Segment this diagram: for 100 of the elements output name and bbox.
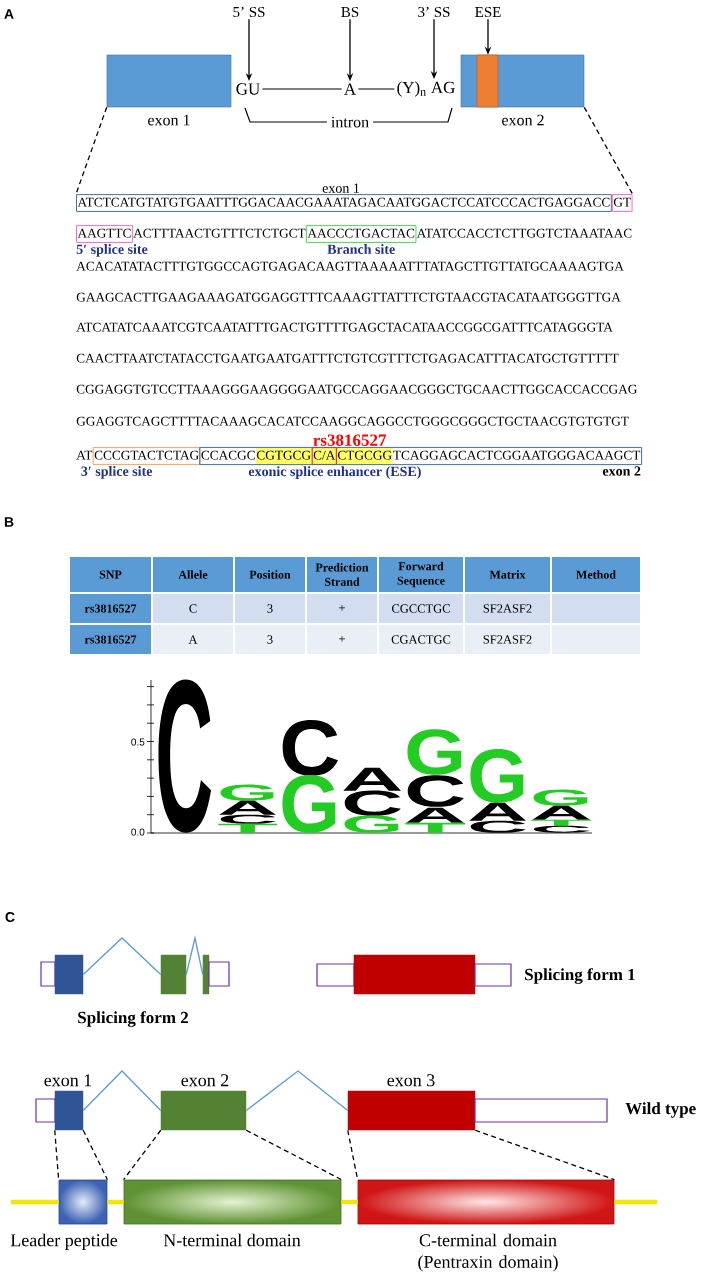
utr-box (474, 1098, 608, 1123)
site-label: BS (341, 7, 359, 18)
intron-line (245, 1070, 349, 1112)
node-label: 5′ splice site (76, 244, 148, 257)
snp-label: rs3816527 (313, 434, 387, 446)
sequence-text: GAAGCACTTGAAGAAAGATGGAGGTTTCAAAGTTATTTCTGTAACGTACATAATGGGTTGA (76, 292, 621, 302)
exon-box: exon 2 (160, 1074, 247, 1131)
table-cell: SF2ASF2 (465, 625, 550, 654)
node-label: exon 2 (181, 1074, 229, 1087)
sequence-letter: C (344, 790, 401, 816)
sequence-text: ACACATATACTTTGTGGCCAGTGAGACAAGTTAAAAATTTATAGCTTGTTATGCAAAAGTGA (76, 261, 624, 271)
node-label: CGTGCG (256, 450, 311, 460)
sequence-box: exon 1 ATCTCATGTATGTGAATTTGGACAACGAAATAGACAATGGACTCCATCCCACTGAGGACC (76, 183, 612, 212)
exon-box: exon 3 (347, 1074, 476, 1131)
utr-box (474, 963, 512, 987)
exon-box (202, 954, 210, 995)
expansion-line (245, 1129, 343, 1181)
sequence-text: CAACTTAATCTATACCTGAATGAATGATTTCTGTCGTTTCTGAGACATTTACATGCTGTTTTT (76, 353, 619, 363)
sequence-text: ATATCCACCTCTTGGTCTAAATAAC (416, 228, 632, 238)
table-cell: CGACTGC (379, 625, 463, 654)
domain-box: C-terminal domain (Pentraxin domain) (357, 1179, 615, 1272)
node-label: 3′ splice site (81, 466, 153, 479)
protein-backbone (107, 1199, 124, 1205)
table-cell: 3 (235, 594, 305, 623)
expansion-line (474, 1129, 616, 1181)
protein-backbone (341, 1199, 358, 1205)
table-cell: rs3816527 (70, 594, 151, 623)
utr-box (40, 961, 56, 987)
intron-line (82, 1070, 162, 1112)
sequence-letter: C (533, 825, 590, 833)
sequence-letter: T (531, 819, 592, 826)
node-label: C-terminal domain (Pentraxin domain) (418, 1233, 558, 1272)
node-label: Branch site (327, 244, 395, 254)
expansion-line (122, 1129, 162, 1181)
node-label: exon 1 (322, 183, 360, 193)
sequence-letter: A (406, 807, 464, 823)
form-label: Splicing form 1 (525, 968, 635, 984)
table-cell: + (307, 594, 377, 623)
expansion-line (82, 1129, 109, 1181)
connector-line (357, 88, 395, 90)
sequence-motif: (Y)$_{n}$ AG (397, 81, 455, 97)
sequence-box: AACCCTGACTAC Branch site (305, 225, 417, 254)
node-label: exonic splice enhancer (ESE) (248, 466, 421, 480)
exon-box (160, 954, 187, 995)
expansion-line (75, 106, 108, 195)
exon-box (353, 954, 476, 995)
table-cell: C (153, 594, 233, 623)
table-header-cell: Forward Sequence (379, 557, 463, 592)
table-cell: + (307, 625, 377, 654)
sequence-motif: GU (236, 83, 260, 95)
table-cell: SF2ASF2 (465, 594, 550, 623)
protein-backbone (614, 1199, 657, 1205)
table-header-cell: Prediction Strand (307, 557, 377, 592)
panel-label: A (4, 9, 14, 19)
sequence-letter: G (533, 789, 588, 806)
node-label: exon 3 (387, 1074, 435, 1087)
sequence-box: CCACGCCGTGCG C/A CTGCGGTCAGGAGCACTCGGAATGGGACAAGCT exonic splice enhancer (ESE) exon 2 (199, 446, 643, 479)
sequence-letter: A (469, 802, 526, 821)
utr-box (208, 961, 230, 987)
panel-label: C (5, 912, 15, 922)
table-cell: A (153, 625, 233, 654)
site-label: 3’ SS (418, 6, 450, 18)
sequence-text: ATCATATCAAATCGTCAATATTTGACTGTTTTGAGCTACATAACCGGCGATTTCATAGGGTA (76, 322, 613, 332)
sequence-letter: G (407, 729, 462, 775)
site-label: ESE (475, 7, 501, 18)
tick-label: 0.5 (131, 738, 145, 746)
sequence-letter: G (282, 775, 336, 833)
node-label: exon 2 (602, 466, 641, 476)
sequence-letter: C (470, 820, 526, 833)
table-cell: rs3816527 (70, 625, 151, 654)
utr-box (35, 1098, 56, 1123)
sequence-letter: G (470, 749, 524, 803)
table-header-cell: SNP (70, 557, 151, 592)
sequence-letter: C (282, 720, 338, 776)
sequence-text: ACTTTAACTGTTTCTCTGCT (133, 228, 306, 238)
table-header-cell: Matrix (465, 557, 550, 592)
sequence-letter: T (218, 823, 278, 833)
sequence-letter: A (532, 805, 590, 820)
panel-label: B (4, 517, 14, 527)
intron-line (185, 935, 204, 976)
expansion-line (583, 106, 634, 195)
node-label: exon 1 (148, 114, 190, 126)
table-cell: 3 (235, 625, 305, 654)
tick-label: 0.0 (131, 828, 145, 836)
node-label: CTGCGG (337, 450, 392, 460)
sequence-letter: G (220, 784, 274, 801)
table-cell: CGCCTGC (379, 594, 463, 623)
sequence-box: GT (611, 194, 633, 212)
site-label: 5’ SS (233, 6, 265, 18)
sequence-text: GGAGGTCAGCTTTTACAAAGCACATCCAAGGCAGGCCTGGGCGGGCTGCTAACGTGTGTGT (76, 416, 629, 426)
sequence-letter: T (405, 822, 466, 833)
expansion-line (54, 1129, 60, 1181)
protein-backbone (11, 1199, 59, 1205)
table-header-cell: Method (552, 557, 640, 592)
sequence-letter: A (343, 767, 401, 791)
utr-box (316, 963, 355, 987)
sequence-motif: A (344, 83, 356, 95)
intron-line (82, 937, 162, 976)
table-header-cell: Allele (153, 557, 233, 592)
sequence-letter: C (158, 679, 211, 833)
